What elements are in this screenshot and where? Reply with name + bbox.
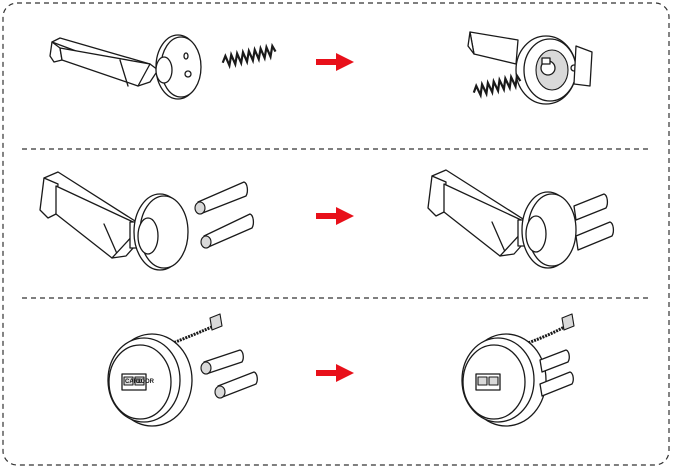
card-reader-screws-installed-icon (462, 314, 574, 426)
lever-screws-installed-icon (428, 170, 613, 268)
lever-handle-icon-2 (40, 172, 188, 270)
arrow-right-icon (316, 53, 354, 71)
mounting-screw-icon-3 (201, 350, 257, 398)
step-2 (40, 170, 613, 270)
step-1 (50, 32, 592, 104)
arrow-right-icon-2 (316, 207, 354, 225)
spring-icon (221, 46, 276, 67)
mounting-screw-icon (195, 182, 253, 248)
card-label-right: DOOR (136, 379, 155, 385)
step-3: CARD DOOR (108, 314, 574, 426)
lever-with-spring-inserted-icon (468, 32, 592, 104)
arrow-right-icon-3 (316, 364, 354, 382)
lever-handle-icon (50, 35, 201, 99)
